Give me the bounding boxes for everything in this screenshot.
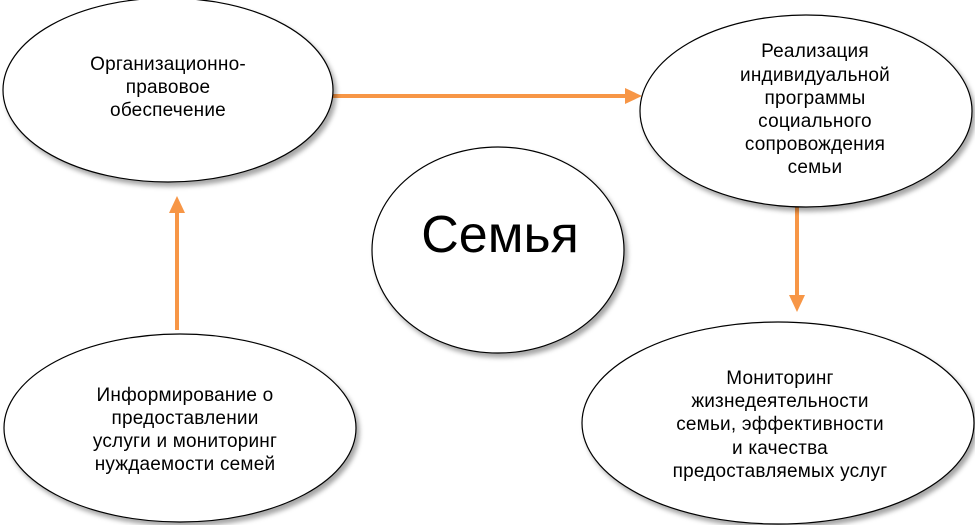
node-inform-label: Информирование о предоставлении услуги и… (92, 384, 278, 476)
node-impl-label: Реализация индивидуальной программы соци… (740, 41, 890, 179)
edge-org-to-impl (332, 88, 642, 104)
edge-impl-to-monitor (789, 196, 805, 312)
node-monitor-shape (581, 321, 975, 525)
edge-inform-to-org (169, 196, 185, 330)
node-family-shape (371, 146, 625, 354)
node-impl-shape (639, 14, 973, 208)
node-org-label: Организационно- правовое обеспечение (90, 53, 246, 122)
node-inform-shape (3, 333, 357, 523)
node-family-label: Семья (421, 206, 579, 264)
node-org-shape (2, 0, 334, 183)
node-monitor-label: Мониторинг жизнедеятельности семьи, эффе… (672, 368, 888, 482)
